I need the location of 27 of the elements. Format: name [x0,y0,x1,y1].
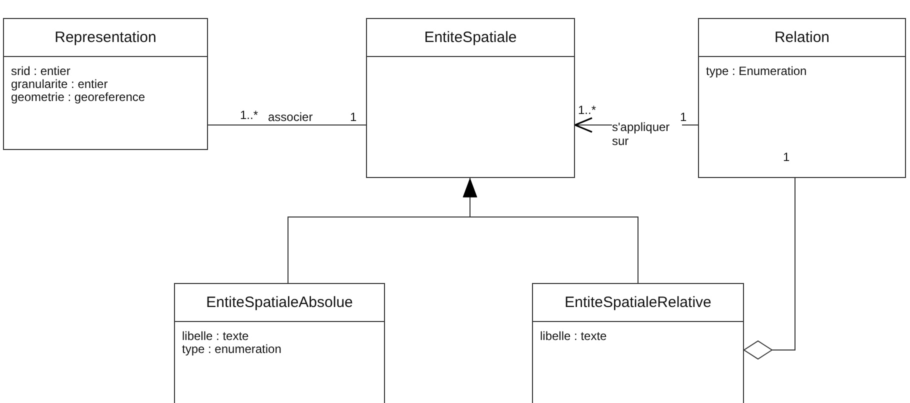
class-name: Relation [774,29,830,46]
multiplicity-label: 1..* [578,103,596,117]
multiplicity-label: 1 [783,150,790,164]
edge-label: s'appliquer sur [612,120,682,148]
class-box [366,18,575,178]
class-name: EntiteSpatiale [424,29,517,46]
class-name: EntiteSpatialeRelative [564,294,712,311]
class-box [3,18,208,150]
attribute: type : Enumeration [706,65,808,78]
attribute: geometrie : georeference [11,91,146,104]
aggregation-line [744,178,796,360]
attribute: srid : entier [11,65,72,78]
edge-label: associer [268,110,313,124]
class-name: EntiteSpatialeAbsolue [206,294,353,311]
class-box [174,283,385,403]
multiplicity-label: 1 [680,110,687,124]
attribute: libelle : texte [540,330,608,343]
arrow [462,178,638,284]
association-line [208,124,366,126]
multiplicity-label: 1 [350,110,357,124]
class-name: Representation [54,29,156,46]
class-box [698,18,906,178]
attribute: libelle : texte [182,330,250,343]
class-box [532,283,744,403]
attribute: granularite : entier [11,78,109,91]
multiplicity-label: 1..* [240,108,258,122]
attribute: type : enumeration [182,343,282,356]
